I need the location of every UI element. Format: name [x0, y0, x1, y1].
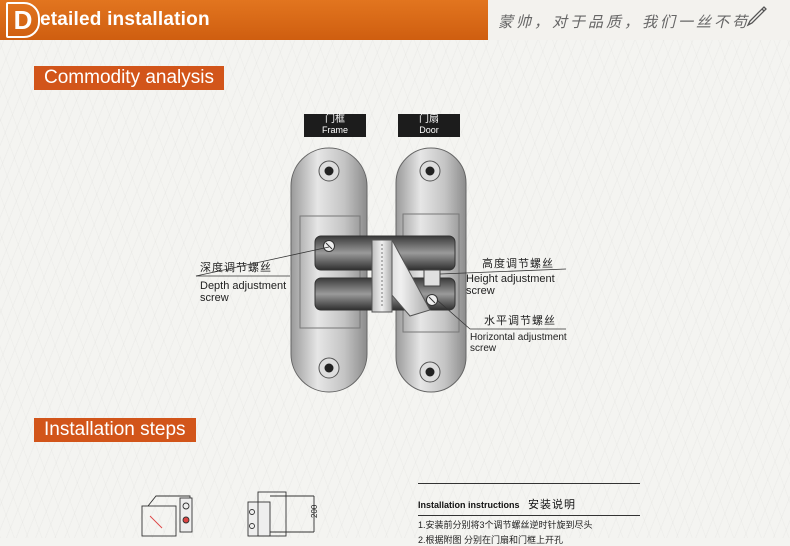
instruction-step-1: 1.安装前分别将3个调节螺丝逆时针旋到尽头 [418, 520, 593, 530]
height-screw [423, 269, 441, 287]
callout-horizontal-en2: screw [470, 343, 497, 354]
dimension-label: 200 [310, 504, 319, 518]
header-initial-letter: D [6, 2, 40, 38]
installation-step-sketches: 200 [141, 491, 319, 537]
callout-height-en2: screw [466, 285, 495, 297]
callout-height-en: Height adjustment screw [466, 273, 555, 297]
tag-door-en: Door [419, 125, 439, 135]
callout-depth-en2: screw [200, 292, 229, 304]
instructions-title-en: Installation instructions [418, 500, 520, 510]
callout-depth-zh: 深度调节螺丝 [200, 262, 272, 274]
instruction-step-2: 2.根据附图 分别在门扇和门框上开孔 [418, 535, 564, 545]
installation-instructions: Installation instructions 安装说明 1.安装前分别将3… [418, 483, 640, 546]
tag-frame-zh: 门框 [325, 114, 345, 125]
section-commodity-analysis: Commodity analysis [34, 66, 224, 90]
callout-horizontal: 水平调节螺丝 [484, 315, 556, 327]
callout-horizontal-en1: Horizontal adjustment [470, 332, 567, 343]
header-slogan-panel [488, 0, 790, 40]
callout-height: 高度调节螺丝 [482, 258, 554, 270]
callout-horizontal-en: Horizontal adjustment screw [470, 332, 567, 354]
callout-depth-en1: Depth adjustment [200, 280, 287, 292]
tag-door-zh: 门扇 [419, 114, 439, 125]
tag-frame-en: Frame [321, 125, 348, 135]
instructions-title-zh: 安装说明 [528, 499, 577, 511]
pen-icon [746, 6, 767, 27]
tag-door: 门扇 Door [398, 114, 460, 137]
instructions-title: Installation instructions 安装说明 [418, 496, 640, 512]
callout-height-zh: 高度调节螺丝 [482, 258, 554, 270]
instructions-title-divider [418, 515, 640, 516]
callout-height-en1: Height adjustment [466, 273, 555, 285]
callout-depth: 深度调节螺丝 Depth adjustment screw [200, 262, 286, 304]
section-installation-steps: Installation steps [34, 418, 196, 442]
tag-frame: 门框 Frame [304, 114, 366, 137]
callout-horizontal-zh: 水平调节螺丝 [484, 315, 556, 327]
header-title: etailed installation [40, 9, 210, 30]
header-banner: D etailed installation 蒙帅，对于品质，我们一丝不苟 [0, 0, 790, 40]
header-slogan: 蒙帅，对于品质，我们一丝不苟 [498, 13, 751, 31]
instructions-divider [418, 483, 640, 484]
